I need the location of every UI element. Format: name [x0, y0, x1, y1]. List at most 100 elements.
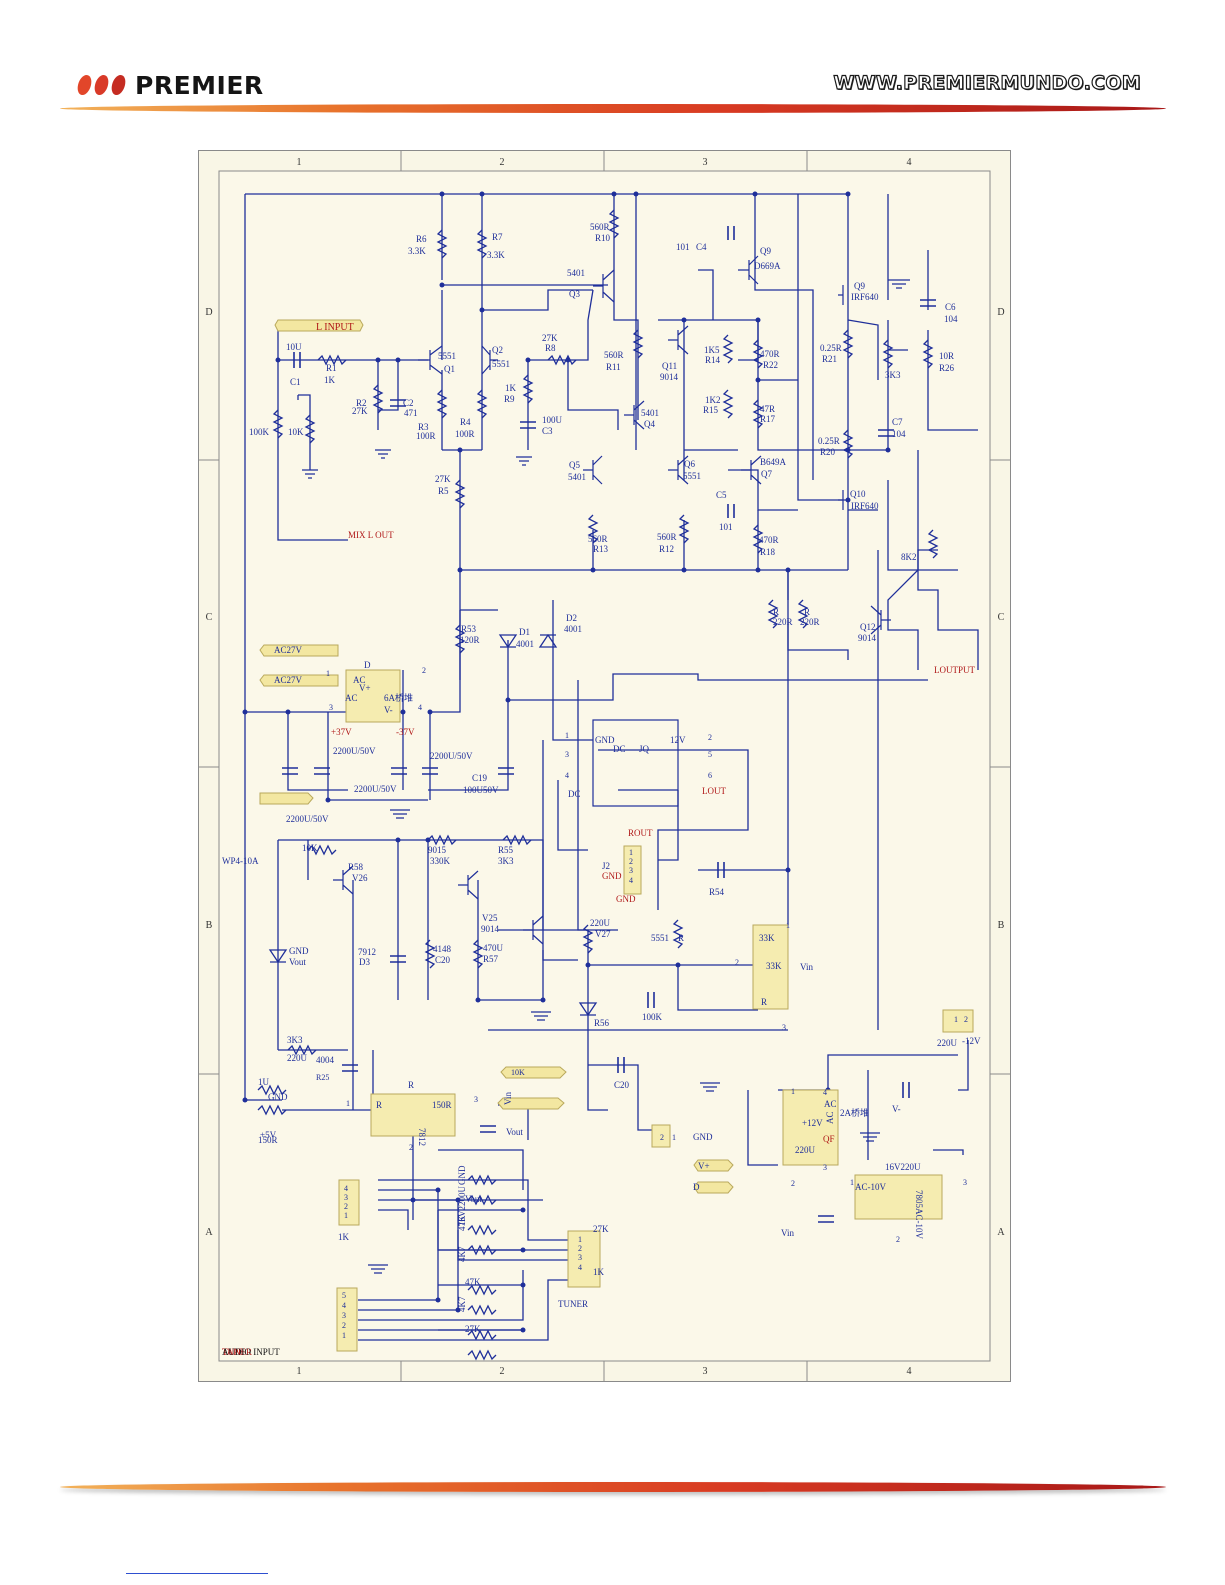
frame-column-label: 3 — [703, 1366, 708, 1377]
input-pin-number: 2 — [342, 1321, 346, 1330]
component-label: C6 — [945, 302, 956, 312]
component-label: 27K — [435, 474, 451, 484]
tag-l-input — [274, 319, 364, 332]
j2-pin-number: 4 — [629, 876, 633, 885]
component-label: 104 — [944, 314, 958, 324]
component-label: R15 — [703, 405, 719, 415]
component-label: 220R — [773, 617, 793, 627]
component-label: 560R — [657, 532, 677, 542]
component-label: Vout — [289, 957, 306, 967]
component-label: R53 — [461, 624, 477, 634]
component-label: 4001 — [516, 639, 534, 649]
component-label: R55 — [498, 845, 514, 855]
frame-row-label: A — [205, 1227, 213, 1238]
component-label: C20 — [435, 955, 451, 965]
frame-column-label: 2 — [500, 157, 505, 168]
component-label: C20 — [614, 1080, 630, 1090]
component-label: R18 — [760, 547, 776, 557]
frame-row-label: A — [997, 1227, 1005, 1238]
power-pin-number: 2 — [964, 1015, 968, 1024]
component-label: R13 — [593, 544, 609, 554]
component-label: AC-10V — [914, 1208, 924, 1239]
component-label: R2 — [356, 398, 367, 408]
component-label: GND — [268, 1092, 288, 1102]
tuner-pin-number: 2 — [344, 1202, 348, 1211]
frame-column-label: 3 — [703, 157, 708, 168]
tag-ac-10v-1 — [693, 1159, 734, 1172]
inner-frame — [218, 170, 991, 1362]
frame-row-label: C — [206, 612, 213, 623]
component-label: +5V — [260, 1130, 277, 1140]
component-label: AC — [825, 1111, 835, 1124]
component-label: 5551 — [683, 471, 701, 481]
component-label: 101 — [719, 522, 733, 532]
website-url[interactable]: WWW.PREMIERMUNDO.COM — [833, 71, 1142, 94]
component-label: 9014 — [858, 633, 877, 643]
component-label: ROUT — [628, 828, 653, 838]
tuner-pin-number: 4 — [344, 1184, 348, 1193]
tuner-pin-number: 3 — [344, 1193, 348, 1202]
component-label: 120R — [460, 635, 480, 645]
component-label: 100K — [249, 427, 270, 437]
component-label: 1K — [324, 375, 336, 385]
component-label: 9014 — [660, 372, 679, 382]
bridge-6a-pin-number: 4 — [418, 703, 422, 712]
component-label: V- — [892, 1104, 901, 1114]
tag-gnd — [259, 792, 314, 805]
component-label: Vin — [503, 1092, 513, 1105]
component-label: C2 — [403, 398, 414, 408]
reg-7805-pin-number: 3 — [963, 1178, 967, 1187]
bridge-2a-pin-number: 1 — [791, 1087, 795, 1096]
reg-7805-block — [854, 1174, 943, 1220]
component-label: J2 — [602, 861, 610, 871]
reg-7912-pin-number: 3 — [782, 1023, 786, 1032]
tuner-connector — [338, 1179, 360, 1226]
component-label: Vin — [781, 1228, 794, 1238]
wires — [244, 193, 979, 1341]
component-label: GND — [693, 1132, 713, 1142]
component-label: 100K — [642, 1012, 663, 1022]
component-label: 1U — [258, 1077, 270, 1087]
component-label: 560R — [604, 350, 624, 360]
tag-ac27v-1 — [259, 644, 339, 657]
component-label: AC27V — [274, 645, 303, 655]
component-label: 4K7 — [457, 1246, 467, 1262]
relay-jq — [592, 719, 679, 807]
component-label: 560R — [590, 222, 610, 232]
component-label: Vin — [800, 962, 813, 972]
component-label: AC — [353, 675, 366, 685]
reg-7805-pin-number: 2 — [896, 1235, 900, 1244]
component-label: 2200U/50V — [333, 746, 376, 756]
tag-ac-10v-2 — [693, 1181, 734, 1194]
tuner-pin-number: 1 — [344, 1211, 348, 1220]
component-label: Q7 — [761, 469, 772, 479]
component-label: 10K — [302, 843, 318, 853]
component-label: 330K — [430, 856, 451, 866]
component-label: -37V — [396, 727, 415, 737]
component-label: R1 — [326, 363, 337, 373]
component-label: AC — [824, 1099, 837, 1109]
bridge-2a-block — [782, 1089, 839, 1166]
component-label: R — [804, 607, 810, 617]
bridge-2a-pin-number: 3 — [823, 1163, 827, 1172]
component-label: AUDIO INPUT — [222, 1347, 280, 1357]
page-header: PREMIER WWW.PREMIERMUNDO.COM — [0, 0, 1225, 130]
component-label: Q10 — [850, 489, 866, 499]
component-label: 3.3K — [408, 246, 426, 256]
component-label: 7912 — [358, 947, 376, 957]
component-label: 5401 — [568, 472, 586, 482]
component-label: D1 — [519, 627, 530, 637]
component-label: R3 — [418, 422, 429, 432]
component-label: 220U — [590, 918, 611, 928]
component-label: D — [693, 1182, 700, 1192]
j2-pin-number: 2 — [629, 857, 633, 866]
component-label: 10K — [511, 1068, 525, 1077]
component-label: Q9 — [760, 246, 771, 256]
component-label: 27K — [352, 406, 368, 416]
qf-pin-number: 1 — [672, 1133, 676, 1142]
component-label: 3K3 — [287, 1035, 303, 1045]
component-label: R12 — [659, 544, 674, 554]
component-label: 101 — [676, 242, 690, 252]
component-label: 16V220U — [885, 1162, 921, 1172]
component-label: 471 — [404, 408, 418, 418]
